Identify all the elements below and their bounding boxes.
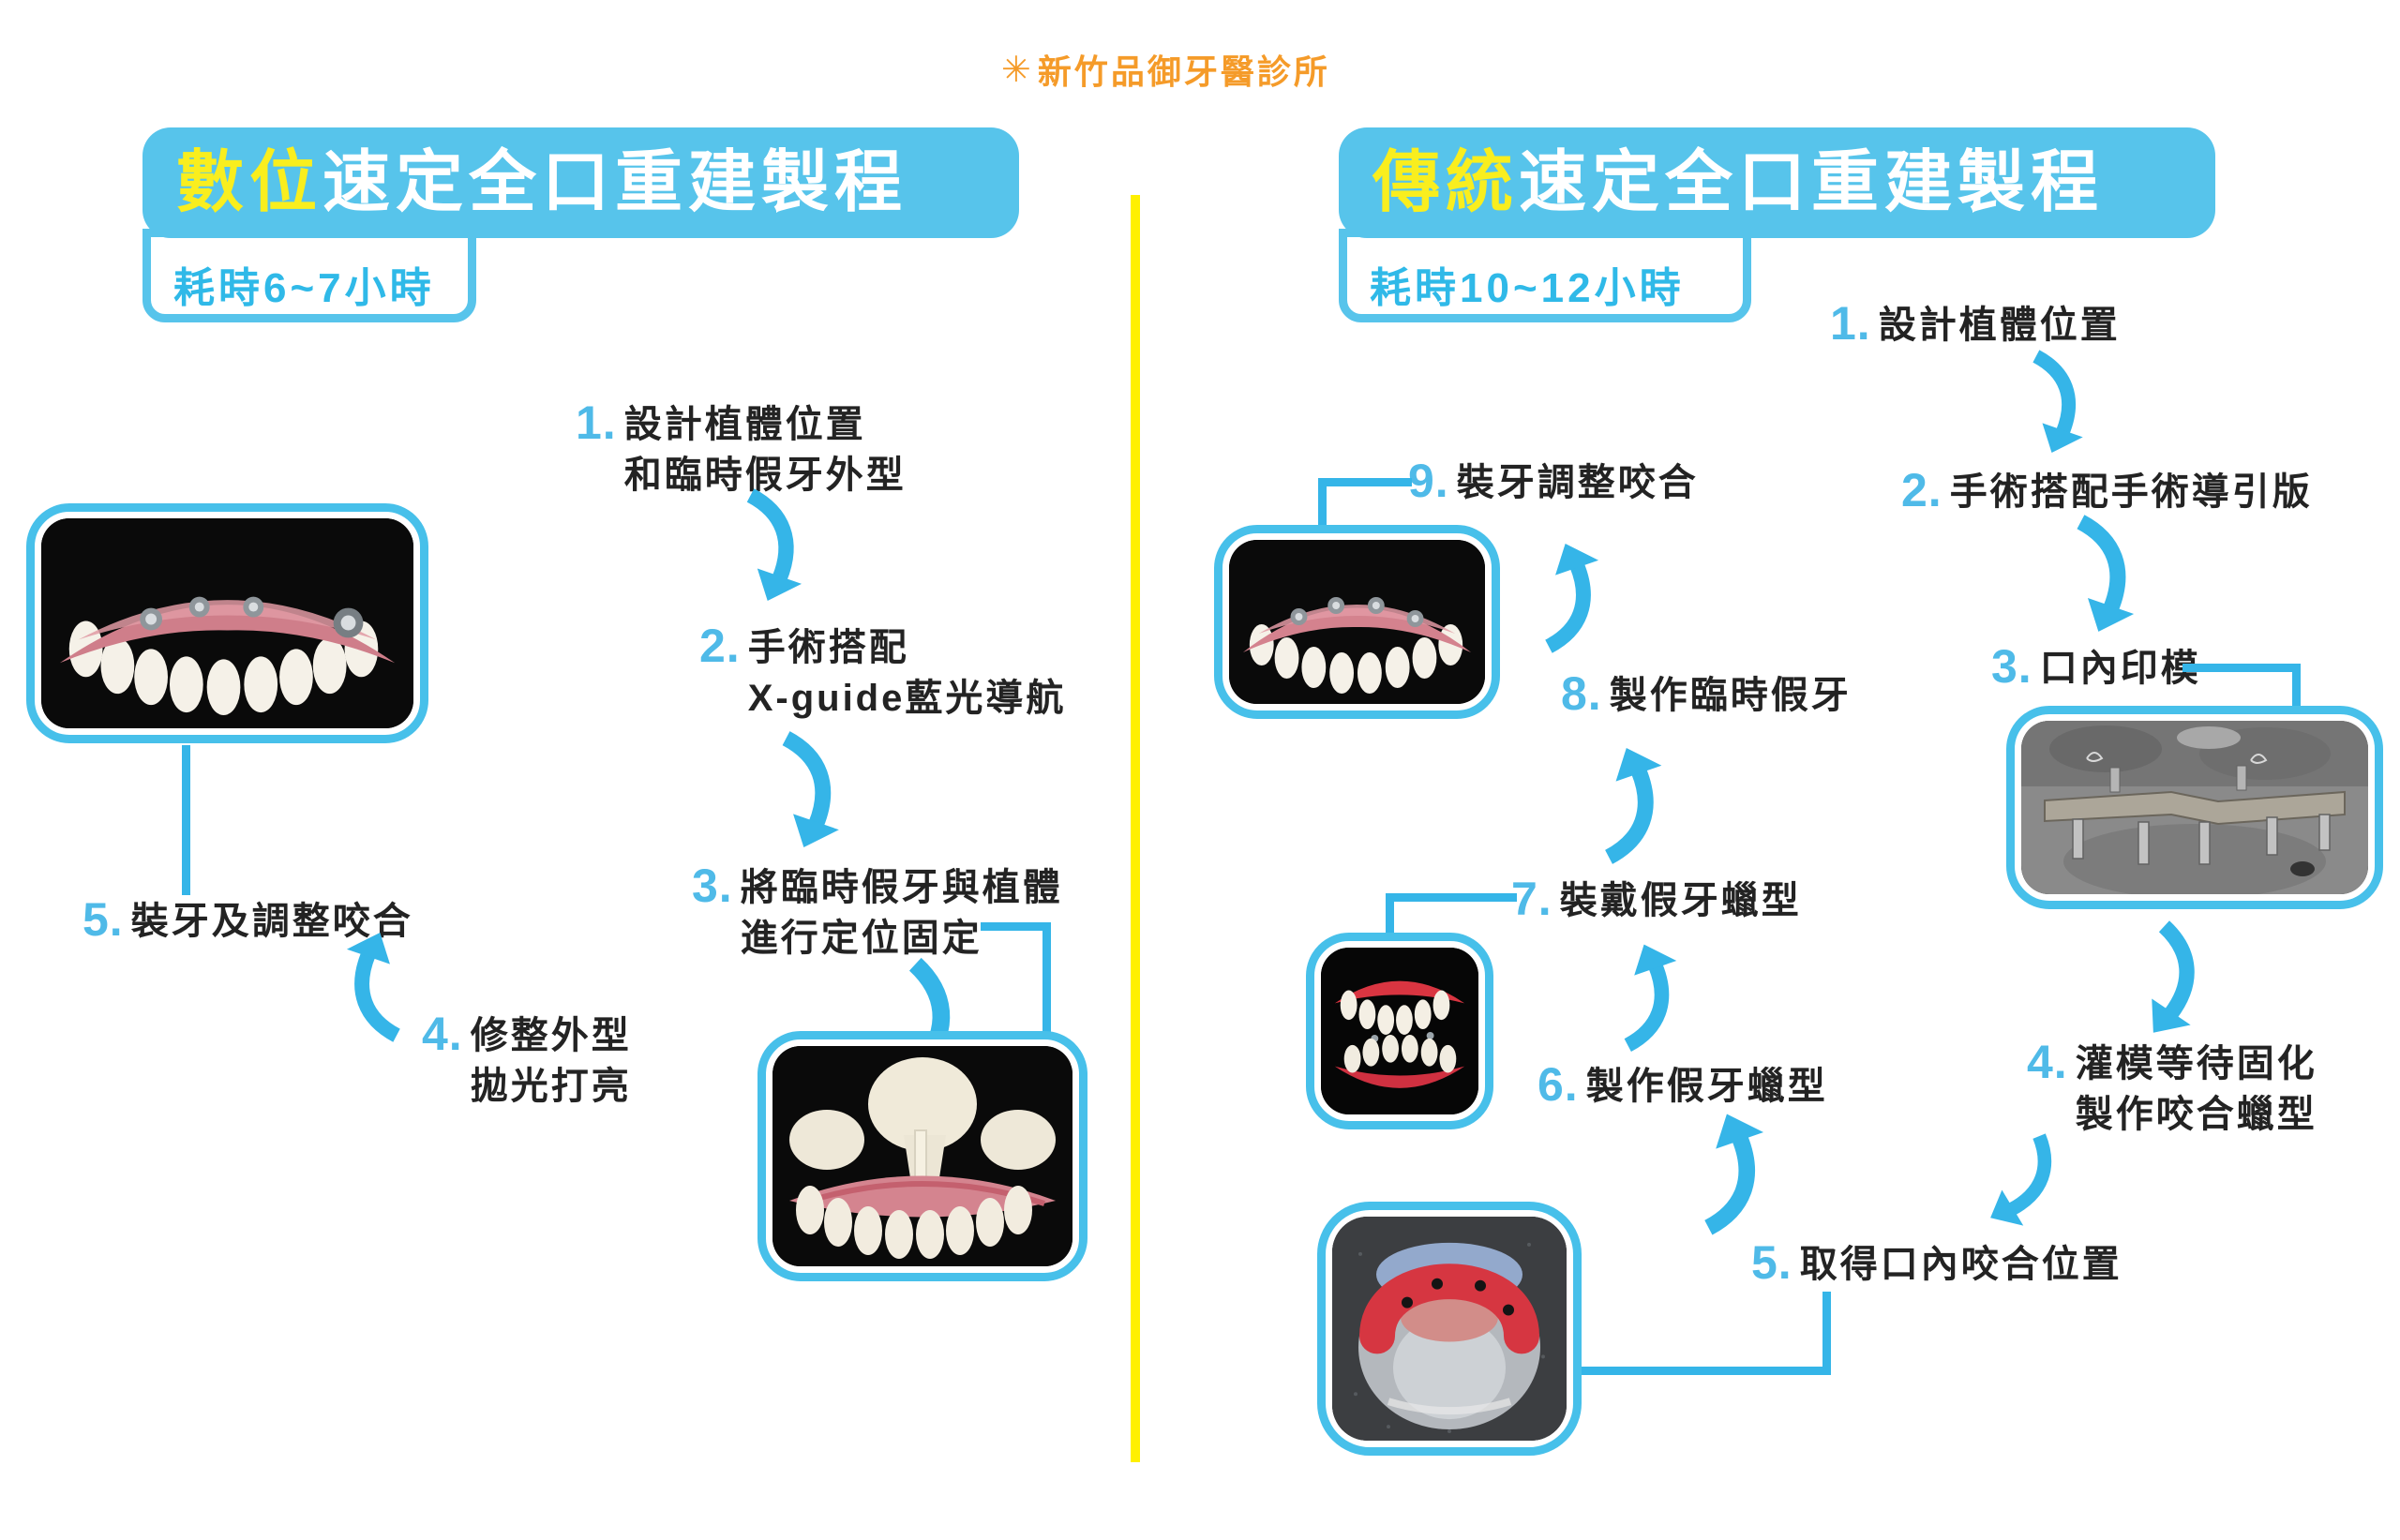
connector-line <box>1822 1292 1831 1374</box>
clinic-name: 新竹品御牙醫診所 <box>1037 52 1330 91</box>
flow-arrow-up-icon <box>1524 544 1601 651</box>
left-title-highlight: 數位 <box>176 145 323 220</box>
step-text: 口內印模 <box>2039 648 2201 689</box>
right-step-5: 5. 取得口內咬合位置 <box>1751 1239 2122 1290</box>
step-number: 5. <box>82 893 124 946</box>
bite-registration-model-photo <box>1332 1217 1567 1441</box>
step-text: 灌模等待固化 <box>2075 1043 2318 1084</box>
step-text: 裝牙及調整咬合 <box>130 901 413 942</box>
step-number: 9. <box>1408 455 1449 507</box>
flow-arrow-up-icon <box>1605 942 1678 1053</box>
step-text: 取得口內咬合位置 <box>1799 1244 2122 1285</box>
connector-line <box>981 922 1050 931</box>
panel-divider <box>1131 195 1140 1462</box>
step-number: 4. <box>422 1008 463 1060</box>
step-number: 2. <box>1901 464 1942 516</box>
right-step-9: 9. 裝牙調整咬合 <box>1408 457 1699 508</box>
step-text: 手術搭配 <box>747 627 909 668</box>
implant-denture-photo <box>41 518 413 728</box>
left-photo-printed-denture <box>758 1031 1088 1281</box>
flow-arrow-down-icon <box>761 733 841 847</box>
step-number: 3. <box>1991 640 2032 693</box>
left-duration-text: 耗時6~7小時 <box>173 265 435 311</box>
connector-line <box>1386 893 1517 902</box>
clinic-title: ✳ 新竹品御牙醫診所 <box>1001 45 1330 94</box>
left-step-1: 1. 設計植體位置 和臨時假牙外型 <box>576 399 907 501</box>
right-step-4: 4. 灌模等待固化 製作咬合蠟型 <box>2027 1039 2318 1140</box>
step-text: 裝牙調整咬合 <box>1456 462 1699 503</box>
right-step-1: 1. 設計植體位置 <box>1830 300 2121 351</box>
step-number: 3. <box>692 860 733 912</box>
left-step-3: 3. 將臨時假牙與植體 進行定位固定 <box>692 862 1063 964</box>
left-title-rest: 速定全口重建製程 <box>322 145 908 220</box>
flow-arrow-up-icon <box>1683 1114 1765 1233</box>
connector-line <box>2292 664 2301 712</box>
flow-arrow-down-icon <box>2056 516 2136 633</box>
right-step-6: 6. 製作假牙蠟型 <box>1538 1061 1828 1112</box>
step-number: 1. <box>1830 297 1871 350</box>
flow-arrow-down-icon <box>722 490 808 601</box>
wax-denture-tryin-photo <box>1321 948 1478 1114</box>
flow-arrow-up-icon <box>339 933 426 1040</box>
left-panel-title: 數位速定全口重建製程 <box>142 127 1019 238</box>
right-duration-text: 耗時10~12小時 <box>1370 265 1685 311</box>
surgery-implant-posts-photo <box>2021 721 2368 894</box>
asterisk-icon: ✳ <box>1001 50 1034 90</box>
right-panel-title: 傳統速定全口重建製程 <box>1339 127 2215 238</box>
connector-line <box>1042 922 1051 1037</box>
step-text: 設計植體位置 <box>623 404 866 445</box>
flow-arrow-down-icon <box>2011 351 2088 453</box>
step-number: 6. <box>1538 1058 1579 1111</box>
right-photo-final-denture <box>1214 525 1500 719</box>
right-step-7: 7. 裝戴假牙蠟型 <box>1511 875 1802 926</box>
step-text: 製作假牙蠟型 <box>1585 1066 1828 1107</box>
step-text: 製作臨時假牙 <box>1609 675 1852 716</box>
step-text: 修整外型 <box>470 1015 632 1056</box>
step-text: 製作咬合蠟型 <box>2075 1094 2318 1135</box>
left-duration-badge: 耗時6~7小時 <box>142 229 476 322</box>
right-photo-bite-model <box>1317 1202 1582 1456</box>
connector-line <box>1582 1367 1831 1375</box>
right-step-8: 8. 製作臨時假牙 <box>1561 670 1852 721</box>
left-step-2: 2. 手術搭配 X-guide藍光導航 <box>699 622 1066 724</box>
flow-arrow-down-icon <box>2108 914 2222 1044</box>
step-text: 和臨時假牙外型 <box>623 455 907 496</box>
connector-line <box>2182 664 2301 672</box>
right-step-3: 3. 口內印模 <box>1991 643 2201 694</box>
right-duration-badge: 耗時10~12小時 <box>1339 229 1751 322</box>
connector-line <box>1386 893 1394 938</box>
step-text: 裝戴假牙蠟型 <box>1559 880 1802 921</box>
connector-line <box>182 745 190 895</box>
step-text: 進行定位固定 <box>740 918 982 959</box>
flow-arrow-up-icon <box>1582 748 1665 862</box>
right-photo-wax-denture <box>1306 933 1493 1129</box>
right-step-2: 2. 手術搭配手術導引版 <box>1901 467 2313 517</box>
step-text: 將臨時假牙與植體 <box>740 867 1063 908</box>
step-text: X-guide藍光導航 <box>747 678 1067 719</box>
step-number: 4. <box>2027 1036 2068 1088</box>
right-title-rest: 速定全口重建製程 <box>1519 145 2105 220</box>
step-number: 5. <box>1751 1236 1792 1289</box>
step-number: 7. <box>1511 873 1552 925</box>
step-text: 拋光打亮 <box>470 1066 632 1107</box>
step-number: 8. <box>1561 667 1602 720</box>
printed-temp-denture-photo <box>772 1046 1072 1266</box>
connector-line <box>1318 478 1412 486</box>
right-title-highlight: 傳統 <box>1372 145 1520 220</box>
left-step-5: 5. 裝牙及調整咬合 <box>82 896 413 947</box>
step-text: 手術搭配手術導引版 <box>1949 471 2313 513</box>
final-denture-photo <box>1229 540 1485 704</box>
left-photo-implant-denture <box>26 503 428 743</box>
connector-line <box>1318 478 1327 531</box>
step-text: 設計植體位置 <box>1878 305 2121 346</box>
step-number: 1. <box>576 396 617 449</box>
left-step-4: 4. 修整外型 拋光打亮 <box>422 1010 632 1112</box>
step-number: 2. <box>699 620 741 672</box>
right-photo-surgery <box>2006 706 2383 909</box>
